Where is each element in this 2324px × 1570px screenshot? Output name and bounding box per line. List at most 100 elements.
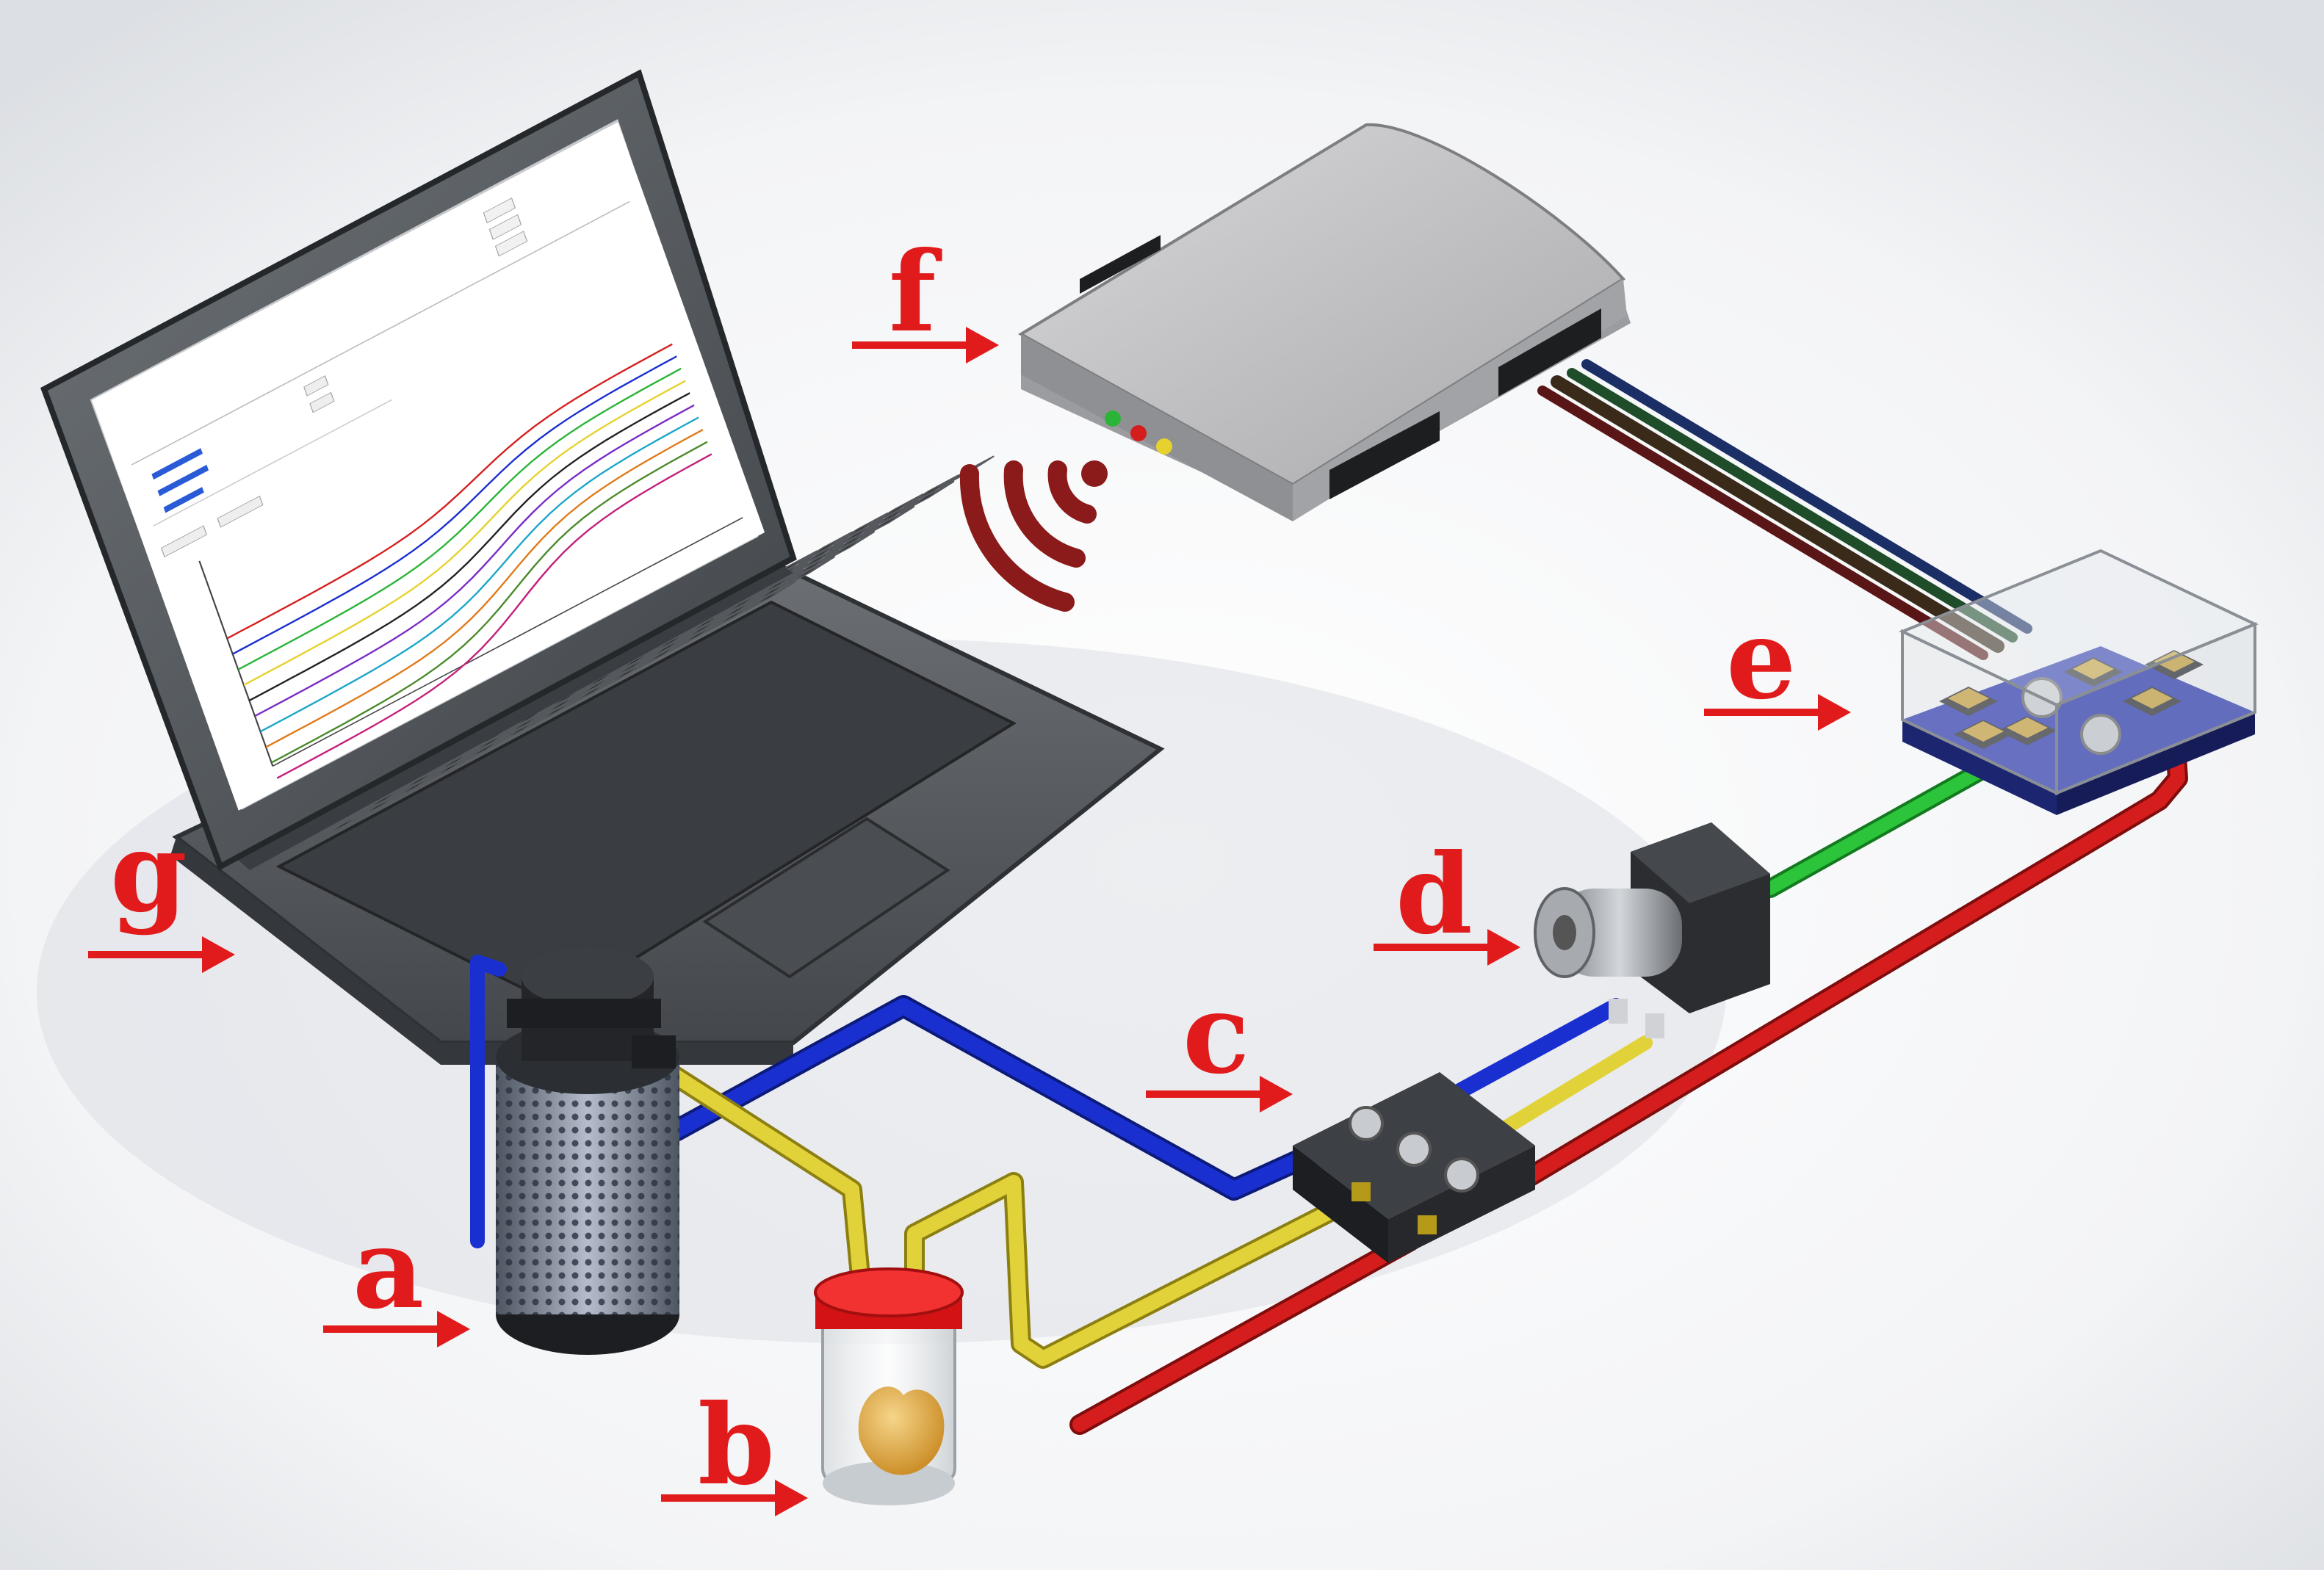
arrow-f — [852, 327, 999, 363]
label-d: d — [1396, 830, 1473, 959]
router-port — [1080, 235, 1161, 294]
wifi-arc — [1003, 460, 1086, 568]
sensor-board-side — [1902, 720, 2057, 815]
app-window — [92, 122, 765, 811]
touchpad — [702, 817, 950, 979]
gas-sensor — [1998, 716, 2057, 745]
pump-nozzle — [1645, 1013, 1664, 1038]
sensor-board — [1902, 646, 2255, 793]
plot-trace — [265, 428, 704, 748]
blue-tube-filter-side — [470, 955, 507, 1248]
keyboard-key[interactable] — [859, 505, 915, 539]
signal-plot — [198, 343, 743, 779]
slider[interactable] — [157, 464, 209, 496]
manifold-side — [1293, 1146, 1388, 1263]
data-acquisition-unit — [1018, 123, 1631, 521]
app-field[interactable] — [309, 391, 335, 413]
slider[interactable] — [151, 448, 203, 480]
yellow-tube-jar-out — [907, 1175, 1381, 1366]
jar-bottom — [823, 1461, 955, 1505]
air-pump — [1534, 822, 1770, 1038]
blue-tube-to-pump — [1446, 998, 1624, 1102]
app-button[interactable] — [161, 525, 207, 558]
app-field[interactable] — [303, 375, 329, 397]
plot-x-axis — [273, 517, 743, 767]
pump-bracket-top — [1631, 822, 1770, 903]
manifold-fitting — [1418, 1215, 1437, 1234]
divider — [153, 399, 392, 527]
gas-sensor — [2123, 687, 2182, 716]
gas-sensor — [2145, 650, 2204, 679]
plot-trace — [271, 441, 708, 764]
plot-trace — [254, 404, 695, 717]
arrow-a — [323, 1311, 470, 1347]
status-led-red — [1130, 425, 1147, 441]
yellow-tube-jar-in — [639, 1050, 870, 1314]
arrow-e — [1704, 694, 1851, 731]
app-button[interactable] — [217, 495, 264, 528]
arrow-d — [1374, 929, 1520, 966]
label-b: b — [698, 1381, 775, 1510]
gas-sensor — [2064, 657, 2123, 687]
gas-sensors — [1939, 650, 2204, 749]
status-led-yellow — [1156, 438, 1172, 455]
plot-trace — [226, 343, 673, 640]
manifold-fitting — [1352, 1182, 1371, 1201]
sample-jar — [814, 1267, 964, 1505]
plot-trace — [276, 453, 712, 779]
pump-shaft — [1553, 915, 1576, 950]
chamber-cover-front — [2055, 622, 2256, 795]
label-g: g — [110, 808, 187, 937]
label-e: e — [1726, 595, 1796, 724]
ribbon-cable — [1537, 359, 2032, 660]
laptop-base-edge — [170, 837, 793, 1065]
arrow-c — [1146, 1076, 1293, 1113]
manifold-block — [1293, 1072, 1535, 1263]
sensor-mount — [2080, 714, 2121, 755]
sensor-board-front — [2057, 712, 2255, 815]
callouts: a b c d e f — [88, 228, 1851, 1516]
divider — [131, 200, 630, 466]
red-tube-inlet — [1072, 1234, 1418, 1432]
app-button[interactable] — [488, 214, 522, 240]
manifold-port — [1349, 1106, 1384, 1141]
label-c: c — [1183, 969, 1249, 1099]
blue-tube — [668, 998, 1323, 1198]
gas-sensor — [1954, 720, 2013, 749]
plot-trace — [260, 416, 699, 733]
wifi-signal-icon — [959, 460, 1108, 612]
status-led-green — [1105, 410, 1121, 427]
plot-trace — [243, 380, 686, 687]
manifold-port — [1444, 1157, 1479, 1193]
keyboard-key[interactable] — [898, 480, 955, 514]
router-port — [1329, 411, 1440, 499]
screen-app — [92, 122, 765, 811]
arrow-g — [88, 936, 235, 973]
slider[interactable] — [163, 487, 204, 513]
label-f: f — [889, 228, 942, 357]
app-button[interactable] — [483, 198, 516, 224]
jar-lid-top — [814, 1267, 964, 1317]
plot-lines — [226, 343, 712, 779]
wifi-arc — [1047, 460, 1097, 524]
keyboard-key[interactable] — [819, 530, 876, 564]
sensor-chamber — [1899, 549, 2259, 815]
laptop — [40, 69, 1165, 1065]
arrow-b — [661, 1480, 808, 1516]
app-controls — [131, 198, 630, 558]
filter-mesh — [496, 1057, 679, 1314]
filter-cap-band — [507, 999, 661, 1028]
app-button[interactable] — [494, 231, 528, 257]
label-a: a — [353, 1204, 424, 1334]
keyboard-key[interactable] — [740, 581, 795, 615]
router-top — [1018, 123, 1626, 487]
keyboard-key[interactable] — [779, 556, 836, 590]
sample-bean — [858, 1386, 945, 1475]
manifold-port — [1396, 1132, 1432, 1167]
plot-trace — [237, 367, 682, 670]
filter-outlet — [632, 1035, 676, 1068]
plot-trace — [248, 392, 690, 702]
keyboard — [275, 600, 1017, 1008]
wifi-arc — [959, 464, 1075, 612]
